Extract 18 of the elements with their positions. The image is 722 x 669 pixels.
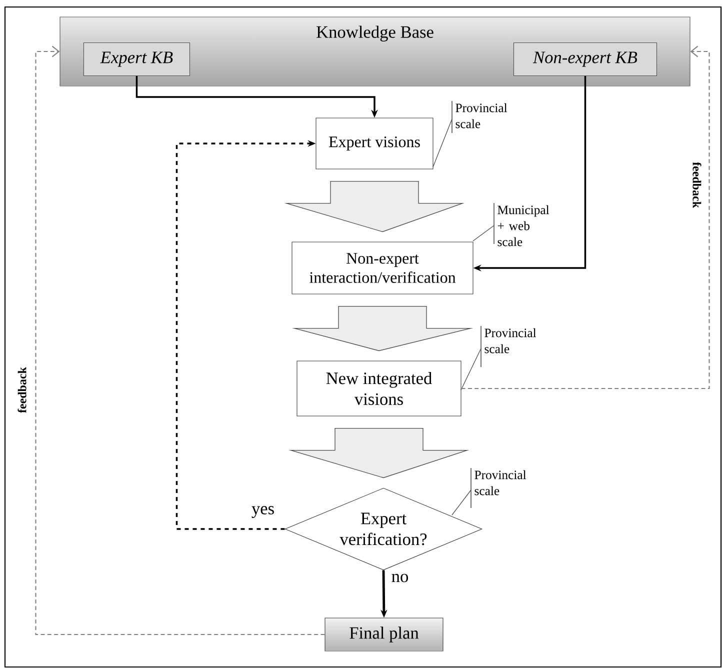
- scale-note: Municipal + web scale: [498, 205, 550, 246]
- scale-note: Provincial scale: [484, 328, 536, 354]
- block-arrow: [284, 180, 464, 232]
- edge-label: feedback: [16, 366, 28, 414]
- end-box: Final plan: [324, 618, 444, 652]
- block-arrow: [288, 428, 470, 478]
- edge-label: no: [390, 572, 410, 584]
- process-box: New integrated visions: [296, 360, 462, 416]
- sub-base-box: Expert KB: [83, 42, 190, 76]
- process-box: Non-expert interaction/verification: [292, 242, 474, 294]
- scale-note: Provincial scale: [456, 103, 508, 128]
- arrow: [35, 46, 325, 636]
- process-box: Expert visions: [316, 118, 434, 170]
- arrow: [461, 46, 710, 390]
- block-arrow: [292, 306, 474, 352]
- edge-label: feedback: [691, 160, 703, 210]
- sub-base-box: Non-expert KB: [513, 42, 657, 76]
- edge-label: yes: [250, 504, 276, 520]
